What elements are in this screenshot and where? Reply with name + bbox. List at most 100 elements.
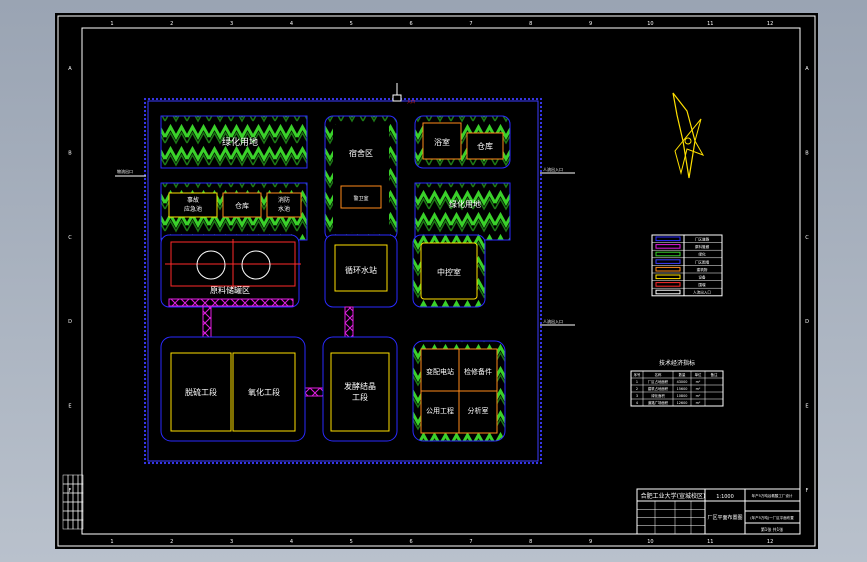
econ-cell: 3 — [636, 394, 638, 398]
oxidation-box — [232, 352, 296, 432]
raw-material-zone — [160, 234, 300, 308]
tb-drawing-name: 厂区平面布置图 — [707, 514, 742, 521]
desulf-box — [170, 352, 232, 432]
row-label-right: A — [805, 66, 809, 72]
col-label-bottom: 1 — [110, 539, 113, 545]
col-label-top: 6 — [409, 21, 412, 27]
tb-detail: (年产5万吨)一厂区平面布置 — [750, 515, 794, 520]
legend-swatch — [655, 289, 681, 295]
col-label-top: 1 — [110, 21, 113, 27]
top-gate-marker: 入口 — [392, 83, 415, 104]
econ-cell: 名称 — [655, 372, 662, 377]
row-label-right: C — [805, 235, 809, 241]
plant-wall — [144, 97, 542, 465]
col-label-bottom: 11 — [707, 539, 713, 545]
row-label-left: B — [68, 151, 72, 157]
col-label-top: 2 — [170, 21, 173, 27]
label-circ-water: 循环水站 — [345, 265, 377, 275]
outer-frame — [57, 15, 816, 547]
col-label-bottom: 9 — [589, 539, 592, 545]
fire-water-box — [266, 192, 302, 218]
label-substation: 变配电站 — [426, 367, 454, 376]
gate-label-right-mid: 人流出入口 — [543, 318, 563, 324]
label-green-top-left: 绿化用地 — [222, 136, 258, 148]
row-label-right: D — [805, 319, 809, 325]
col-label-bottom: 5 — [350, 539, 353, 545]
row-label-right: E — [805, 404, 808, 410]
left-gate-marker: 物流出口 — [115, 168, 146, 177]
label-fire-water: 消防水池 — [278, 196, 290, 213]
col-label-bottom: 12 — [767, 539, 773, 545]
storage-box — [466, 132, 504, 160]
control-room-box — [420, 242, 478, 300]
label-accident-pool-l1: 事故 — [187, 196, 199, 204]
bath-box — [422, 122, 462, 160]
col-label-bottom: 2 — [170, 539, 173, 545]
legend-swatch — [655, 244, 681, 249]
legend-label: 建筑物 — [697, 267, 708, 272]
col-label-bottom: 8 — [529, 539, 532, 545]
col-label-top: 12 — [767, 21, 773, 27]
label-bath: 浴室 — [434, 137, 450, 147]
tank-1 — [196, 250, 226, 280]
row-label-left: F — [69, 488, 72, 494]
col-label-top: 7 — [469, 21, 472, 27]
label-maintenance: 检修备件 — [464, 367, 492, 376]
legend-label: 设备 — [698, 275, 706, 280]
econ-cell: 12600 — [677, 401, 688, 405]
econ-cell: 备注 — [711, 372, 718, 377]
label-storage: 仓库 — [477, 141, 493, 151]
legend-swatch — [655, 266, 681, 272]
col-label-top: 5 — [350, 21, 353, 27]
col-label-bottom: 10 — [647, 539, 653, 545]
econ-cell: m² — [696, 380, 701, 384]
label-guard-room: 警卫室 — [353, 195, 368, 202]
col-label-top: 4 — [290, 21, 293, 27]
legend-label: 围堰 — [698, 282, 706, 287]
guard-room-box — [340, 185, 382, 209]
label-accident-pool-l2: 应急池 — [184, 205, 202, 213]
label-raw-material: 原料储罐区 — [210, 285, 250, 295]
col-label-top: 9 — [589, 21, 592, 27]
legend-swatch — [655, 274, 681, 280]
label-public-works: 公用工程 — [426, 406, 454, 415]
gate-label-left: 物流出口 — [117, 168, 133, 174]
gate-label-top: 入口 — [407, 99, 415, 104]
econ-cell: 建筑占地面积 — [648, 386, 669, 391]
econ-cell: m² — [696, 387, 701, 391]
col-label-top: 8 — [529, 21, 532, 27]
legend-label: 人流出入口 — [693, 290, 711, 295]
econ-cell: 10800 — [677, 394, 688, 398]
econ-cell: m² — [696, 401, 701, 405]
right-gate-marker-mid: 人流出入口 — [540, 318, 575, 326]
econ-title: 技术经济指标 — [659, 359, 695, 367]
label-control-room: 中控室 — [437, 267, 461, 277]
label-dorm: 宿舍区 — [349, 148, 373, 158]
row-label-left: A — [68, 66, 72, 72]
label-warehouse: 仓库 — [235, 201, 249, 210]
label-analysis: 分析室 — [468, 406, 489, 415]
econ-cell: 单位 — [695, 372, 702, 377]
label-fermentation: 发酵结晶工段 — [344, 381, 376, 402]
econ-cell: 4 — [636, 401, 638, 405]
econ-cell: 道路广场面积 — [648, 400, 669, 405]
legend-label: 厂区道路 — [695, 237, 710, 242]
legend-swatch — [655, 282, 681, 287]
legend-label: 原料管廊 — [695, 244, 710, 249]
col-label-top: 3 — [230, 21, 233, 27]
legend-swatch — [655, 259, 681, 264]
row-label-left: D — [68, 319, 72, 325]
label-accident-pool: 事故应急池 — [184, 196, 202, 213]
circ-water-zone — [324, 234, 398, 308]
north-arrow-icon — [672, 92, 705, 179]
legend-label: 厂区围墙 — [695, 259, 710, 264]
row-label-right: B — [805, 151, 809, 157]
label-desulfurization: 脱硫工段 — [185, 387, 217, 397]
tb-school: 合肥工业大学(宣城校区) — [641, 492, 706, 500]
circ-water-box — [334, 244, 388, 292]
col-label-bottom: 6 — [409, 539, 412, 545]
econ-cell: 绿化面积 — [651, 393, 665, 398]
row-label-left: C — [68, 235, 72, 241]
